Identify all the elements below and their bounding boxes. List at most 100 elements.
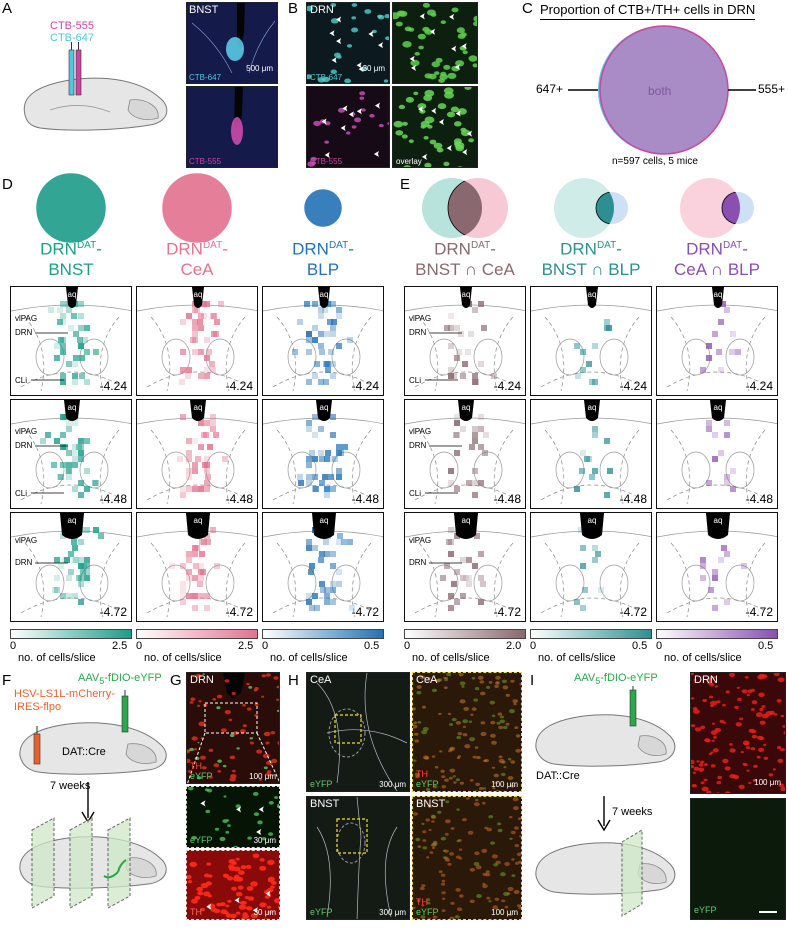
e-cea-blp-slice-1: aq -4.48 [656, 399, 778, 509]
bnst-image-647: BNST 500 μm CTB-647 [186, 2, 278, 84]
cbar-min: 0 [404, 640, 411, 652]
tracer-647-label: CTB-647 [50, 32, 95, 44]
b-647-label: CTB-647 [310, 73, 343, 82]
cbar-min: 0 [656, 640, 663, 652]
h-scale-100a: 100 μm [491, 780, 518, 789]
d-cea-circle [162, 173, 232, 243]
cbar-title: no. of cells/slice [144, 652, 222, 664]
i-schematic [535, 686, 676, 917]
cbar-max: 2.0 [506, 640, 522, 652]
e-bnst-blp-slice-2: aq -4.72 [530, 512, 652, 622]
i-eyfp-image: eYFP [690, 798, 786, 920]
slice-coordinate: -4.24 [493, 379, 521, 393]
cli-label: CLi [15, 376, 27, 385]
h-bnst-overview: BNST eYFP 300 μm [306, 796, 410, 920]
h-cea-label: CeA [310, 674, 332, 686]
img-647-label: CTB-647 [189, 73, 222, 82]
g-eyfp-label: eYFP [190, 771, 213, 781]
aq-label: aq [320, 290, 329, 299]
cbar-min: 0 [136, 640, 143, 652]
venn-center-label: both [648, 84, 672, 98]
slice-coordinate: -4.48 [745, 492, 773, 506]
h-scale-300a: 300 μm [379, 780, 406, 789]
scale-500um: 500 μm [246, 64, 273, 73]
g-th-zoom: TH 30 μm [186, 850, 280, 920]
slice-coordinate: -4.72 [351, 605, 379, 619]
drn-label: DRN [15, 558, 33, 567]
h-th-label1: TH [416, 769, 428, 779]
panel-b-label: B [288, 0, 299, 17]
g-th-label: TH [190, 761, 202, 771]
panel-h-label: H [288, 672, 299, 689]
aq-label: aq [320, 403, 329, 412]
aq-label: aq [194, 516, 203, 525]
h-bnst-zoom-label: BNST [416, 798, 446, 810]
g-th-zoom-label: TH [190, 907, 202, 917]
cbar-title: no. of cells/slice [412, 652, 490, 664]
slice-coordinate: -4.72 [225, 605, 253, 619]
img-555-label: CTB-555 [189, 157, 222, 166]
e-bnst-blp-slice-0: aq -4.24 [530, 286, 652, 396]
aq-label: aq [588, 516, 597, 525]
bnst-region-label: BNST [189, 4, 219, 16]
d-blp-slice-2: aq -4.72 [262, 512, 384, 622]
slice-coordinate: -4.24 [99, 379, 127, 393]
cbar-max: 2.5 [112, 640, 128, 652]
d-blp-slice-0: aq -4.24 [262, 286, 384, 396]
e-bnst-blp-title: DRNDAT- BNST ∩ BLP [541, 239, 641, 279]
panel-c-title: Proportion of CTB+/TH+ cells in DRN [540, 2, 756, 20]
aq-label: aq [462, 516, 471, 525]
h-scale-300b: 300 μm [379, 908, 406, 917]
b-overlay-label: overlay [396, 157, 422, 166]
g-scale-100: 100 μm [249, 772, 276, 781]
e-bnst-cea-title: DRNDAT- BNST ∩ CeA [415, 239, 515, 279]
slice-coordinate: -4.24 [619, 379, 647, 393]
slice-coordinate: -4.24 [351, 379, 379, 393]
e-cea-blp-venn [680, 178, 754, 238]
slice-coordinate: -4.72 [99, 605, 127, 619]
g-eyfp-zoom-label: eYFP [190, 835, 213, 845]
cli-label: CLi [409, 489, 421, 498]
slice-coordinate: -4.72 [619, 605, 647, 619]
aq-label: aq [714, 290, 723, 299]
d-bnst-colorbar [10, 629, 132, 639]
b-555-label: CTB-555 [310, 157, 343, 166]
panel-e-label: E [400, 176, 411, 193]
drn-label: DRN [15, 441, 33, 450]
aq-label: aq [68, 516, 77, 525]
cbar-title: no. of cells/slice [664, 652, 742, 664]
h-bnst-label: BNST [310, 798, 340, 810]
drn-647-image: DRN 30 μm CTB-647 [306, 2, 390, 84]
drn-555-image: CTB-555 [306, 86, 390, 168]
panel-g-label: G [170, 672, 182, 689]
d-cea-slice-1: aq -4.48 [136, 399, 258, 509]
e-cea-blp-slice-2: aq -4.72 [656, 512, 778, 622]
aq-label: aq [68, 403, 77, 412]
e-cea-blp-colorbar [656, 629, 778, 639]
drn-label: DRN [409, 558, 427, 567]
aq-label: aq [588, 403, 597, 412]
slice-coordinate: -4.24 [745, 379, 773, 393]
e-bnst-blp-venn [554, 178, 628, 238]
slice-coordinate: -4.48 [351, 492, 379, 506]
scale-30um: 30 μm [362, 64, 385, 73]
mouse-brain-sagittal-a [23, 42, 168, 131]
h-cea-zoom-label: CeA [416, 674, 438, 686]
aq-label: aq [462, 290, 471, 299]
vlpag-label: vlPAG [15, 427, 37, 436]
cbar-title: no. of cells/slice [18, 652, 96, 664]
h-eyfp-label3: eYFP [310, 907, 333, 917]
d-cea-slice-2: aq -4.72 [136, 512, 258, 622]
h-eyfp-label1: eYFP [310, 779, 333, 789]
e-cea-blp-slice-0: aq -4.24 [656, 286, 778, 396]
aq-label: aq [714, 516, 723, 525]
cbar-title: no. of cells/slice [538, 652, 616, 664]
drn-region-label: DRN [310, 4, 334, 16]
e-cea-blp-title: DRNDAT- CeA ∩ BLP [674, 239, 760, 279]
